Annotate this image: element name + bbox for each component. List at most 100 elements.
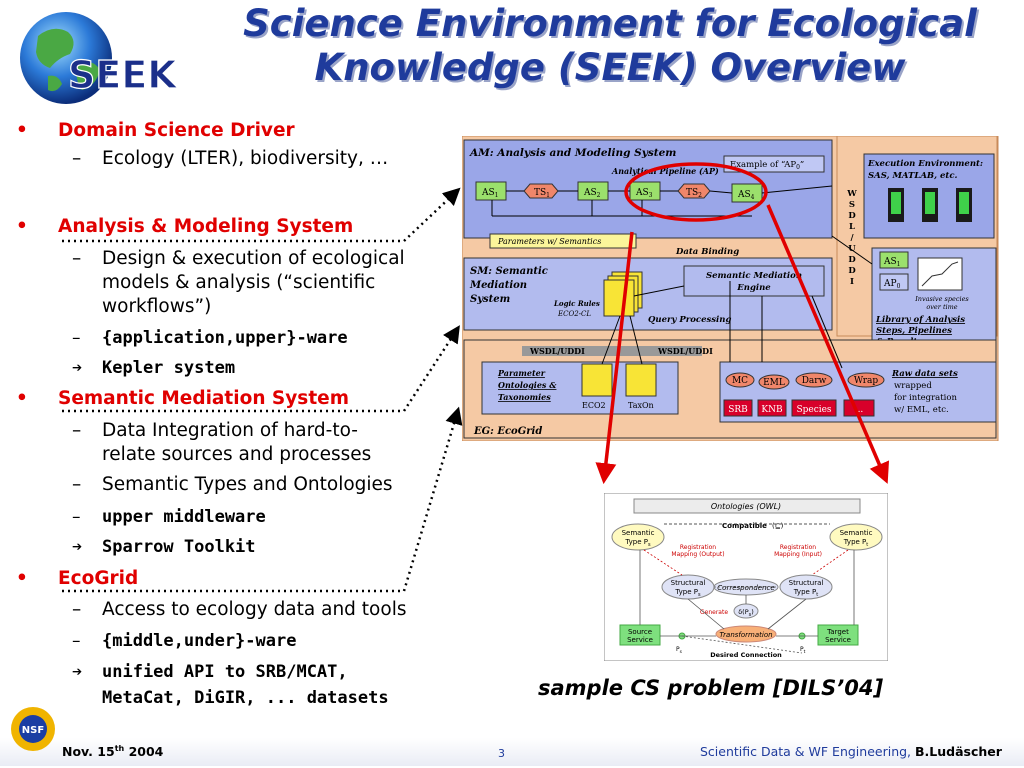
eco2cl-label: ECO2-CL xyxy=(557,310,591,318)
exec-title: Execution Environment: xyxy=(867,159,983,169)
seek-logo: SEEK xyxy=(20,12,179,104)
sme-label-2: Engine xyxy=(736,283,771,293)
svg-text:Structural: Structural xyxy=(789,579,824,587)
sm-title-3: System xyxy=(470,294,510,305)
sub-upper-middleware: –upper middleware xyxy=(72,507,266,527)
eco2-db-icon xyxy=(581,363,613,397)
as1-label: AS1 xyxy=(481,188,499,199)
svg-text:Source: Source xyxy=(628,628,652,636)
param-ont-1: Parameter xyxy=(497,368,546,378)
svg-text:Correspondence: Correspondence xyxy=(717,584,774,592)
svg-text:Transformation: Transformation xyxy=(719,631,772,639)
cs-semantic-left xyxy=(611,523,665,551)
cs-structural-right-type: Type Pt xyxy=(793,588,819,598)
title-line-1: Science Environment for Ecological xyxy=(243,2,977,45)
lib-label-1: Library of Analysis xyxy=(875,315,965,325)
dots-label: ... xyxy=(855,405,864,415)
cs-subset-label: (⊑) xyxy=(772,522,784,530)
cs-ontologies-label: Ontologies (OWL) xyxy=(711,502,781,511)
cs-delta-label: δ(Ps) xyxy=(738,608,754,618)
sub-data-integration: –Data Integration of hard-to-relate sour… xyxy=(72,420,372,465)
footer-page-number: 3 xyxy=(498,747,505,760)
highlight-ellipse xyxy=(624,162,768,222)
exec-sub: SAS, MATLAB, etc. xyxy=(868,171,958,181)
cs-problem-diagram: Ontologies (OWL) Compatible (⊑) Semantic… xyxy=(604,493,888,661)
example-label: Example of “AP0” xyxy=(730,159,804,171)
raw-2: wrapped xyxy=(894,381,932,391)
databinding-label: Data Binding xyxy=(675,247,739,257)
srb-label: SRB xyxy=(728,405,748,415)
parameters-box xyxy=(489,233,637,249)
taxon-label: TaxOn xyxy=(628,401,654,410)
taxon-db-icon xyxy=(625,363,657,397)
lib-as-label: AS1 xyxy=(883,257,901,268)
invasive-2: over time xyxy=(926,303,957,311)
am-title: AM: Analysis and Modeling System xyxy=(469,147,676,159)
svg-text:Registration: Registration xyxy=(680,544,716,551)
sme-label-1: Semantic Mediation xyxy=(706,271,802,281)
sub-ecology: –Ecology (LTER), biodiversity, … xyxy=(72,148,389,169)
arrow-right-icon: ➔ xyxy=(72,358,83,378)
mc-label: MC xyxy=(732,376,748,386)
params-label: Parameters w/ Semantics xyxy=(497,237,601,246)
sub-sparrow: ➔Sparrow Toolkit xyxy=(72,537,256,557)
eml-label: EML xyxy=(763,378,785,388)
eco2-label: ECO2 xyxy=(582,401,606,410)
as2-label: AS2 xyxy=(583,188,601,199)
bullet-domain-science-driver: •Domain Science Driver xyxy=(16,120,295,141)
cs-ps-label: Ps xyxy=(676,646,683,655)
svg-text:Service: Service xyxy=(627,636,653,644)
bullet-semantic-mediation: •Semantic Mediation System xyxy=(16,388,349,409)
species-label: Species xyxy=(796,405,831,415)
cs-transformation xyxy=(715,625,777,643)
as4-label: AS4 xyxy=(737,190,755,201)
svg-text:Structural: Structural xyxy=(671,579,706,587)
as3-label: AS3 xyxy=(635,188,653,199)
sub-kepler: ➔Kepler system xyxy=(72,358,236,378)
title-line-2: Knowledge (SEEK) Overview xyxy=(314,46,906,89)
logic-rules-label: Logic Rules xyxy=(553,299,600,308)
svg-text:Semantic: Semantic xyxy=(840,529,873,537)
cs-compatible-label: Compatible xyxy=(722,522,767,530)
seek-architecture-diagram: AM: Analysis and Modeling System Analyti… xyxy=(462,136,999,441)
cs-caption: sample CS problem [DILS’04] xyxy=(538,676,884,700)
cs-semantic-left-type: Type Ps xyxy=(624,538,651,548)
rules-icon xyxy=(603,271,643,317)
footer-date: Nov. 15th 2004 xyxy=(62,744,164,760)
svg-text:Semantic: Semantic xyxy=(622,529,655,537)
raw-1: Raw data sets xyxy=(891,369,958,379)
query-label: Query Processing xyxy=(648,315,731,325)
svg-text:Mapping (Output): Mapping (Output) xyxy=(671,551,724,558)
raw-3: for integration xyxy=(894,393,957,403)
pipeline-label: Analytical Pipeline (AP) xyxy=(611,166,719,176)
lib-label-2: Steps, Pipelines xyxy=(876,326,952,336)
cs-desired-label: Desired Connection xyxy=(710,651,782,659)
slide-title: Science Environment for Ecological Knowl… xyxy=(210,2,1010,90)
svg-text:D: D xyxy=(848,211,856,221)
cs-semantic-right-type: Type Pt xyxy=(843,538,869,548)
sub-application-upper-ware: –{application,upper}-ware xyxy=(72,328,348,348)
invasive-1: Invasive species xyxy=(914,295,969,303)
svg-text:W: W xyxy=(846,189,857,199)
sub-middle-under-ware: –{middle,under}-ware xyxy=(72,631,297,651)
knb-label: KNB xyxy=(761,405,783,415)
arrow-right-icon: ➔ xyxy=(72,537,83,557)
svg-text:I: I xyxy=(850,277,854,287)
sm-title-2: Mediation xyxy=(469,280,527,291)
cs-pt-label: Pt xyxy=(800,646,806,655)
svg-text:NSF: NSF xyxy=(22,725,44,736)
darw-label: Darw xyxy=(802,376,827,386)
svg-text:D: D xyxy=(848,255,856,265)
wrap-label: Wrap xyxy=(854,376,879,386)
sub-semantic-types: –Semantic Types and Ontologies xyxy=(72,474,393,495)
cs-structural-left-type: Type Ps xyxy=(674,588,701,598)
cs-target-service xyxy=(817,624,859,646)
param-ont-2: Ontologies & xyxy=(498,380,557,390)
wsdl-label-1: WSDL/UDDI xyxy=(529,346,585,356)
server-icon xyxy=(888,188,972,222)
sm-title-1: SM: Semantic xyxy=(470,266,548,277)
wsdl-label-2: WSDL/UDDI xyxy=(657,346,713,356)
sub-access: –Access to ecology data and tools xyxy=(72,599,407,620)
svg-text:Target: Target xyxy=(826,628,849,636)
